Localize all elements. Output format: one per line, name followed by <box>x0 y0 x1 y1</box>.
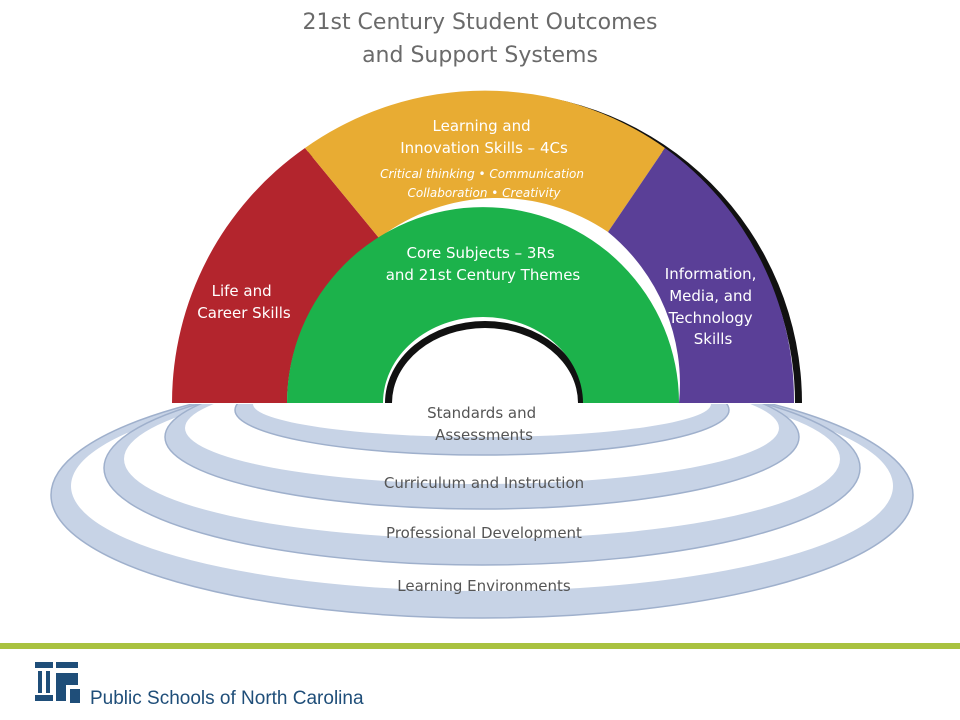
professional-development-label: Professional Development <box>386 524 582 542</box>
learning-environments-label: Learning Environments <box>397 577 571 595</box>
learning-innovation-label-line-2: Innovation Skills – 4Cs <box>400 139 568 157</box>
learning-innovation-label-line-1: Learning and <box>433 117 531 135</box>
diagram-title: 21st Century Student Outcomes and Suppor… <box>180 6 780 72</box>
standards-label-line-1: Standards and <box>427 404 536 422</box>
core-subjects-label-line-1: Core Subjects – 3Rs <box>407 244 555 262</box>
life-career-label-line-2: Career Skills <box>197 304 291 322</box>
dpi-logo-icon <box>34 661 80 707</box>
life-career-label-line-1: Life and <box>212 282 272 300</box>
information-media-technology-segment <box>608 148 795 403</box>
svg-text:Learning and Innovation Sk: Learning and Innovation Skills – 4Cs <box>400 117 568 157</box>
core-subjects-label-line-2: and 21st Century Themes <box>386 266 581 284</box>
life-career-skills-segment <box>172 148 379 403</box>
svg-text:Information, Media, and: Information, Media, and Technology Skill… <box>665 265 761 348</box>
info-media-tech-label-line-1: Information, <box>665 265 757 283</box>
svg-text:Critical thinking • Communicat: Critical thinking • Communication Collab… <box>380 167 588 200</box>
footer-divider <box>0 643 960 649</box>
organization-name: Public Schools of North Carolina <box>90 688 364 709</box>
curriculum-label: Curriculum and Instruction <box>384 474 584 492</box>
learning-innovation-sub-line-1: Critical thinking • Communication <box>380 167 584 181</box>
svg-text:Standards and Assessments: Standards and Assessments <box>427 404 541 444</box>
support-rings <box>40 360 920 619</box>
diagram-title-line-2: and Support Systems <box>362 43 598 68</box>
learning-innovation-skills-segment <box>305 90 665 238</box>
learning-innovation-sub-line-2: Collaboration • Creativity <box>407 186 561 200</box>
info-media-tech-label-line-3: Technology <box>668 309 753 327</box>
info-media-tech-label-line-4: Skills <box>694 330 733 348</box>
standards-label-line-2: Assessments <box>435 426 533 444</box>
svg-text:Life and Career Skills: Life and Career Skills <box>197 282 291 322</box>
svg-text:Core Subjects – 3Rs and 21: Core Subjects – 3Rs and 21st Century The… <box>386 244 581 284</box>
core-subjects-segment <box>287 207 679 403</box>
info-media-tech-label-line-2: Media, and <box>669 287 752 305</box>
diagram-title-line-1: 21st Century Student Outcomes <box>302 10 658 35</box>
